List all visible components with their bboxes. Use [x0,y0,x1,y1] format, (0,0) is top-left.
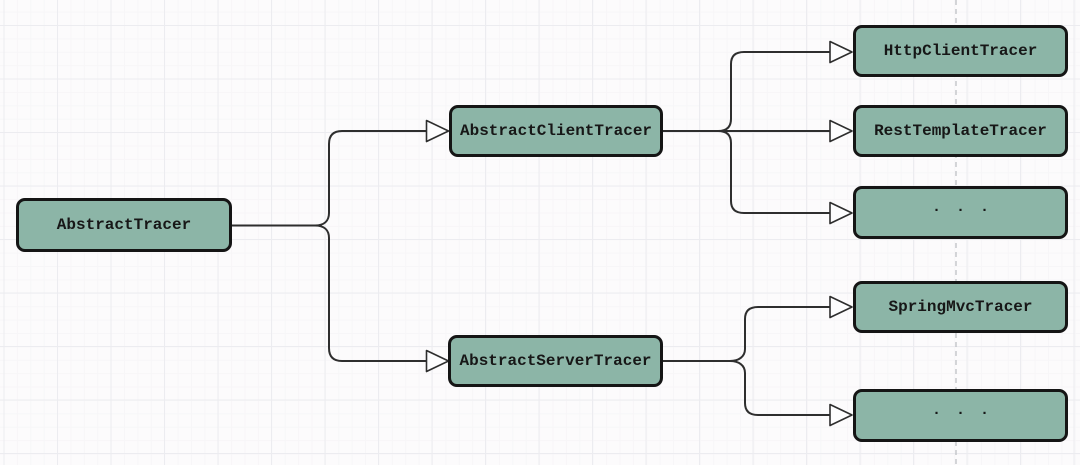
edge-server-fork[interactable] [662,306,831,416]
inheritance-arrow-server-more[interactable] [829,403,853,427]
node-server-ellipsis[interactable]: ... [853,389,1068,442]
node-spring-mvc-tracer[interactable]: SpringMvcTracer [853,281,1068,333]
node-client-ellipsis-label: ... [931,199,1004,216]
node-http-client-tracer[interactable]: HttpClientTracer [853,25,1068,77]
edge-server-more [729,360,831,416]
edge-root-fork[interactable] [231,130,428,362]
node-abstract-tracer[interactable]: AbstractTracer [16,198,232,252]
inheritance-arrow-client[interactable] [425,119,450,143]
inheritance-arrow-server[interactable] [425,349,450,373]
edge-client-http [717,51,831,132]
node-client-ellipsis[interactable]: ... [853,186,1068,239]
edge-client-fork[interactable] [662,51,831,214]
inheritance-arrow-http-client[interactable] [829,40,853,64]
inheritance-arrow-client-more[interactable] [829,201,853,225]
edge-client-more [717,130,831,214]
node-http-client-tracer-label: HttpClientTracer [883,42,1038,60]
edge-server-springmvc [662,306,831,362]
inheritance-arrow-rest-template[interactable] [829,119,853,143]
node-spring-mvc-tracer-label: SpringMvcTracer [888,298,1033,316]
node-rest-template-tracer[interactable]: RestTemplateTracer [853,105,1068,157]
inheritance-arrow-spring-mvc[interactable] [829,295,853,319]
edge-root-client [314,130,428,227]
node-abstract-client-tracer-label: AbstractClientTracer [459,122,653,140]
node-abstract-tracer-label: AbstractTracer [56,216,192,234]
node-rest-template-tracer-label: RestTemplateTracer [874,122,1047,140]
node-abstract-client-tracer[interactable]: AbstractClientTracer [449,105,663,157]
edge-root-server [314,224,428,362]
node-abstract-server-tracer-label: AbstractServerTracer [459,352,652,370]
node-server-ellipsis-label: ... [931,402,1004,419]
node-abstract-server-tracer[interactable]: AbstractServerTracer [448,335,663,387]
